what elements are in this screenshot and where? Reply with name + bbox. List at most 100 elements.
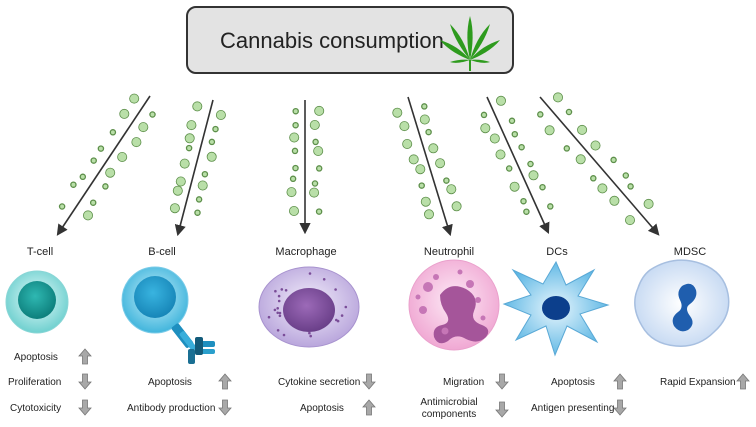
effect-dcs-apoptosis: Apoptosis	[551, 377, 595, 388]
particle	[315, 208, 323, 215]
particle	[421, 103, 428, 110]
particle	[553, 92, 564, 103]
particle	[97, 145, 105, 152]
effect-t-cell-proliferation: Proliferation	[8, 377, 62, 388]
granule	[278, 314, 282, 318]
particle	[547, 203, 554, 210]
particle	[289, 175, 297, 183]
particle	[109, 129, 117, 136]
particle	[292, 107, 299, 115]
b-cell-illustration	[121, 266, 215, 364]
up-arrow-icon	[613, 373, 627, 390]
particle	[309, 120, 320, 131]
flow-arrow-5	[539, 96, 660, 236]
granule	[280, 288, 284, 291]
particle	[315, 165, 323, 172]
particle	[565, 108, 573, 116]
particle	[625, 215, 636, 226]
particle	[192, 101, 203, 112]
title-box: Cannabis consumption	[186, 6, 514, 74]
granule	[336, 319, 340, 323]
particle	[185, 144, 193, 152]
down-arrow-icon	[613, 399, 627, 416]
granule	[308, 331, 311, 335]
particle	[537, 111, 544, 118]
effect-macrophage-cytokine: Cytokine secretion	[278, 377, 361, 388]
particle	[610, 156, 617, 164]
flow-arrow-0	[56, 95, 151, 236]
effect-t-cell-cytotoxicity: Cytotoxicity	[10, 403, 62, 414]
effect-arrows-group	[78, 348, 750, 418]
particle	[392, 107, 403, 118]
cannabis-leaf-icon	[440, 16, 500, 72]
particle	[480, 123, 491, 134]
granule	[267, 315, 271, 319]
granule	[322, 278, 326, 281]
particles-group	[58, 92, 654, 226]
particle	[495, 95, 506, 106]
mdsc-illustration	[634, 259, 730, 347]
particle	[195, 196, 203, 203]
particle	[539, 183, 546, 191]
up-arrow-icon	[218, 373, 232, 390]
particle	[528, 170, 539, 181]
effect-neutrophil-migration: Migration	[443, 377, 485, 388]
particle	[402, 138, 413, 149]
particle	[314, 105, 325, 116]
particle	[415, 164, 426, 175]
particle	[312, 138, 319, 146]
particle	[408, 154, 419, 165]
neutrophil-illustration	[408, 259, 500, 351]
particle	[215, 110, 226, 121]
particle	[172, 185, 183, 196]
flow-arrow-3	[407, 96, 453, 237]
particle	[105, 167, 116, 178]
particle	[194, 209, 201, 216]
particle	[313, 145, 324, 156]
particle	[197, 180, 208, 191]
effect-macrophage-apoptosis: Apoptosis	[300, 403, 344, 414]
particle	[523, 208, 530, 215]
particle	[597, 183, 608, 194]
particle	[149, 111, 156, 118]
particle	[544, 125, 555, 136]
particle	[102, 183, 109, 190]
particle	[289, 132, 300, 143]
particle	[518, 143, 525, 151]
particle	[184, 133, 195, 144]
particle	[435, 158, 446, 169]
granule	[277, 294, 281, 298]
particle	[495, 149, 506, 160]
particle	[480, 111, 488, 119]
label-macrophage: Macrophage	[275, 246, 337, 258]
granule	[284, 289, 288, 292]
diagram-title: Cannabis consumption	[220, 28, 444, 53]
particle	[420, 196, 431, 207]
particle	[425, 128, 432, 136]
particle	[138, 122, 149, 133]
up-arrow-icon	[736, 373, 750, 390]
arrows-group	[56, 95, 660, 237]
down-arrow-icon	[78, 399, 92, 416]
particle	[443, 177, 450, 184]
label-t-cell: T-cell	[26, 246, 54, 258]
particle	[186, 120, 197, 131]
particle	[117, 151, 128, 162]
particle	[131, 137, 142, 148]
particle	[292, 121, 299, 129]
particle	[575, 154, 586, 165]
flow-arrow-4	[486, 96, 550, 235]
effect-b-cell-antibody: Antibody production	[127, 403, 216, 414]
effect-mdsc-expansion: Rapid Expansion	[660, 377, 736, 388]
particle	[286, 187, 297, 198]
effect-b-cell-apoptosis: Apoptosis	[148, 377, 192, 388]
granule	[340, 314, 344, 317]
effect-neutrophil-antimicrobial: Antimicrobial components	[420, 397, 478, 420]
granule	[309, 334, 313, 338]
down-arrow-icon	[362, 373, 376, 390]
particle	[89, 199, 97, 206]
particle	[563, 145, 571, 152]
particle	[446, 184, 457, 195]
